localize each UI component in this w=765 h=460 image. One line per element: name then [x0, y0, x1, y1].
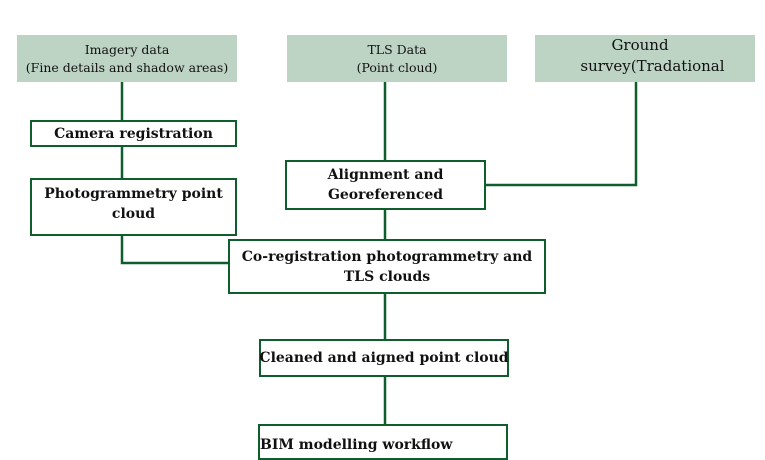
alignment-georeferenced-box: Alignment and Georeferenced — [285, 160, 486, 210]
tls-data-subtitle: (Point cloud) — [356, 59, 438, 75]
imagery-data-title: Imagery data — [84, 41, 170, 57]
connector-photo-coreg — [120, 236, 228, 265]
photogrammetry-point-cloud-line1: Photogrammetry point — [44, 186, 223, 202]
imagery-data-subtitle: (Fine details and shadow areas) — [25, 59, 229, 75]
camera-registration-box: Camera registration — [30, 120, 237, 147]
ground-survey-box: Ground survey(Tradational — [535, 35, 755, 82]
tls-data-box: TLS Data (Point cloud) — [287, 35, 507, 82]
connector-ground-alignment — [486, 82, 638, 187]
photogrammetry-point-cloud-box: Photogrammetry point cloud — [30, 178, 237, 236]
ground-survey-title: Ground — [611, 36, 669, 54]
tls-data-title: TLS Data — [367, 41, 427, 57]
camera-registration-label: Camera registration — [54, 125, 213, 142]
bim-modelling-workflow-label: BIM modelling workflow — [260, 437, 453, 453]
cleaned-point-cloud-box: Cleaned and aigned point cloud — [259, 339, 509, 377]
imagery-data-box: Imagery data (Fine details and shadow ar… — [17, 35, 237, 82]
co-registration-line2: TLS clouds — [343, 268, 431, 285]
bim-modelling-workflow-box: BIM modelling workflow — [258, 424, 508, 460]
co-registration-line1: Co-registration photogrammetry and — [241, 248, 533, 265]
co-registration-box: Co-registration photogrammetry and TLS c… — [228, 239, 546, 294]
photogrammetry-point-cloud-line2: cloud — [111, 206, 156, 222]
ground-survey-subtitle: survey(Tradational — [580, 57, 725, 75]
alignment-georeferenced-line2: Georeferenced — [327, 187, 444, 203]
alignment-georeferenced-line1: Alignment and — [327, 167, 444, 183]
cleaned-point-cloud-label: Cleaned and aigned point cloud — [259, 350, 509, 366]
